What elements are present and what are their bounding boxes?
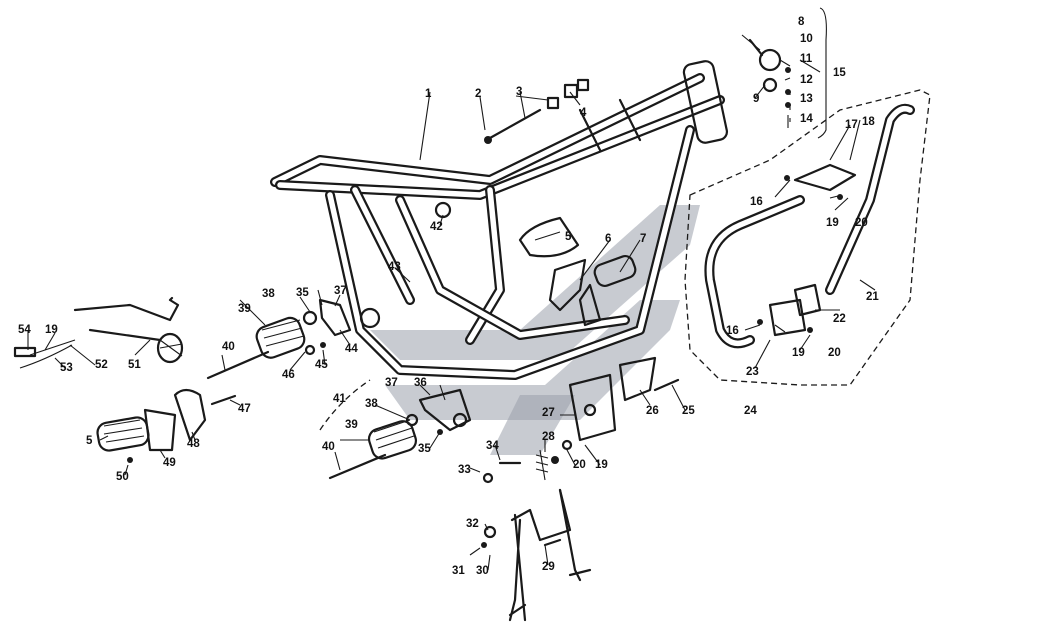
part-label: 35 bbox=[418, 443, 431, 455]
part-label: 19 bbox=[45, 324, 58, 336]
part-label: 19 bbox=[826, 217, 839, 229]
lower-footrest-assembly bbox=[319, 379, 472, 480]
part-label: 1 bbox=[425, 88, 432, 100]
part-label: 45 bbox=[315, 359, 328, 371]
part-label: 15 bbox=[833, 67, 846, 79]
part-label: 34 bbox=[486, 440, 499, 452]
part-label: 20 bbox=[855, 217, 868, 229]
part-label: 32 bbox=[466, 518, 479, 530]
part-label: 6 bbox=[605, 233, 611, 245]
part-label: 12 bbox=[800, 74, 813, 86]
part-label: 29 bbox=[542, 561, 555, 573]
part-label: 47 bbox=[238, 403, 251, 415]
upper-bolt-parts bbox=[484, 78, 590, 144]
part-label: 33 bbox=[458, 464, 471, 476]
part-label: 37 bbox=[385, 377, 398, 389]
part-label: 54 bbox=[18, 324, 31, 336]
passenger-footrest-parts bbox=[518, 216, 637, 327]
part-label: 13 bbox=[800, 93, 813, 105]
part-label: 9 bbox=[753, 93, 759, 105]
part-label: 20 bbox=[573, 459, 586, 471]
part-label: 52 bbox=[95, 359, 108, 371]
part-label: 21 bbox=[866, 291, 879, 303]
part-label: 37 bbox=[334, 285, 347, 297]
part-label: 22 bbox=[833, 313, 846, 325]
part-labels: 1 2 3 4 5 6 7 8 9 10 11 12 13 14 15 16 1… bbox=[18, 16, 879, 577]
part-label: 43 bbox=[388, 261, 401, 273]
part-label: 3 bbox=[516, 86, 522, 98]
top-right-clamp-parts bbox=[748, 38, 791, 128]
part-label: 42 bbox=[430, 221, 443, 233]
part-label: 41 bbox=[333, 393, 346, 405]
part-label: 17 bbox=[845, 119, 858, 131]
leader-lines bbox=[27, 34, 876, 571]
part-label: 46 bbox=[282, 369, 295, 381]
crash-bar-assembly bbox=[684, 89, 931, 386]
part-label: 18 bbox=[862, 116, 875, 128]
part-label: 7 bbox=[640, 233, 646, 245]
group-bracket-15 bbox=[817, 7, 827, 139]
part-label: 35 bbox=[296, 287, 309, 299]
main-frame bbox=[270, 60, 729, 380]
part-label: 51 bbox=[128, 359, 141, 371]
part-label: 40 bbox=[222, 341, 235, 353]
part-label: 5 bbox=[565, 231, 572, 243]
part-label: 5 bbox=[86, 435, 93, 447]
part-label: 49 bbox=[163, 457, 176, 469]
center-stand bbox=[481, 439, 592, 622]
part-label: 28 bbox=[542, 431, 555, 443]
part-label: 8 bbox=[798, 16, 805, 28]
part-label: 11 bbox=[800, 53, 813, 65]
part-label: 39 bbox=[345, 419, 358, 431]
left-side-parts bbox=[13, 296, 352, 463]
part-label: 14 bbox=[800, 113, 813, 125]
part-label: 38 bbox=[262, 288, 275, 300]
part-label: 31 bbox=[452, 565, 465, 577]
part-label: 4 bbox=[580, 107, 587, 119]
part-label: 16 bbox=[726, 325, 739, 337]
part-label: 40 bbox=[322, 441, 335, 453]
part-label: 25 bbox=[682, 405, 695, 417]
part-label: 30 bbox=[476, 565, 489, 577]
part-label: 2 bbox=[475, 88, 481, 100]
part-label: 27 bbox=[542, 407, 555, 419]
part-label: 16 bbox=[750, 196, 763, 208]
part-label: 53 bbox=[60, 362, 73, 374]
part-label: 23 bbox=[746, 366, 759, 378]
part-label: 24 bbox=[744, 405, 757, 417]
part-label: 39 bbox=[238, 303, 251, 315]
part-label: 50 bbox=[116, 471, 129, 483]
part-label: 48 bbox=[187, 438, 200, 450]
rear-bracket-parts bbox=[568, 356, 680, 442]
part-label: 26 bbox=[646, 405, 659, 417]
part-label: 20 bbox=[828, 347, 841, 359]
part-label: 38 bbox=[365, 398, 378, 410]
part-label: 19 bbox=[792, 347, 805, 359]
part-label: 19 bbox=[595, 459, 608, 471]
part-label: 10 bbox=[800, 33, 813, 45]
part-label: 44 bbox=[345, 343, 358, 355]
part-label: 36 bbox=[414, 377, 427, 389]
